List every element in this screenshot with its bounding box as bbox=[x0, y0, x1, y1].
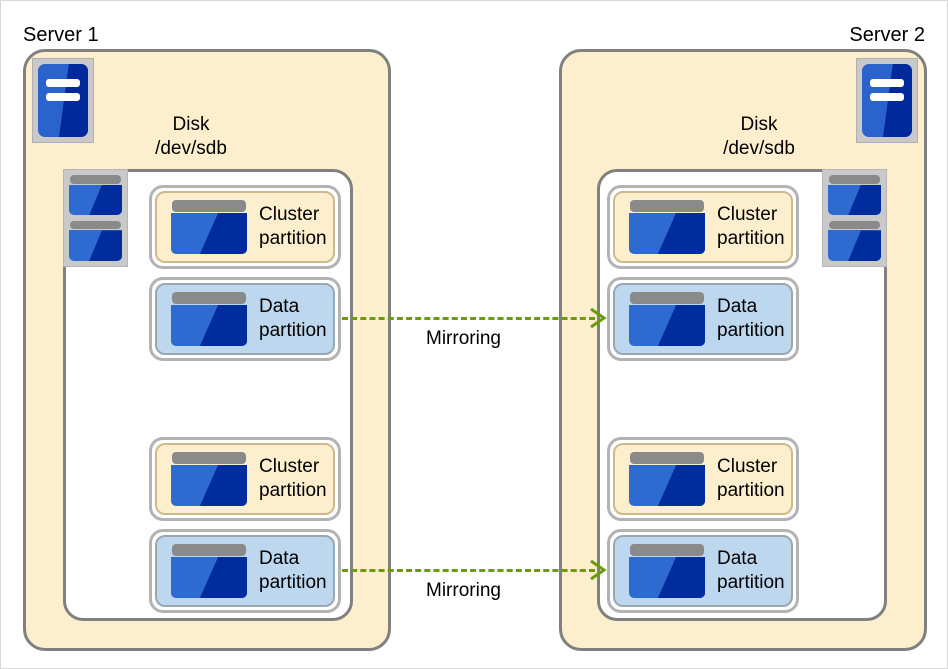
disk-label-line2: /dev/sdb bbox=[155, 137, 227, 159]
disk-label-line1: Disk bbox=[740, 114, 778, 135]
server-icon bbox=[32, 58, 94, 143]
disk-icon bbox=[171, 452, 247, 506]
server-2-data-partition-1[interactable]: Data partition bbox=[607, 277, 799, 361]
partition-label: Data partition bbox=[717, 548, 785, 593]
partition-label: Cluster partition bbox=[717, 204, 785, 249]
server-icon-slot bbox=[46, 93, 80, 102]
server-1-cluster-partition-2[interactable]: Cluster partition bbox=[149, 437, 341, 521]
server-2-disk-label: Disk /dev/sdb bbox=[699, 113, 819, 161]
mirroring-label-1: Mirroring bbox=[426, 328, 501, 349]
partition-label: Cluster partition bbox=[717, 456, 785, 501]
server-1-data-partition-2[interactable]: Data partition bbox=[149, 529, 341, 613]
disk-stack-icon bbox=[63, 169, 128, 267]
server-icon-slot bbox=[870, 93, 904, 102]
server-2-data-partition-2[interactable]: Data partition bbox=[607, 529, 799, 613]
server-1-cluster-partition-1[interactable]: Cluster partition bbox=[149, 185, 341, 269]
mirroring-label-2: Mirroring bbox=[426, 580, 501, 601]
partition-label: Data partition bbox=[259, 548, 327, 593]
disk-icon bbox=[69, 175, 122, 216]
server-2-cluster-partition-2[interactable]: Cluster partition bbox=[607, 437, 799, 521]
disk-icon bbox=[828, 175, 881, 216]
server-2-cluster-partition-1[interactable]: Cluster partition bbox=[607, 185, 799, 269]
disk-label-line1: Disk bbox=[172, 114, 210, 135]
disk-icon bbox=[629, 452, 705, 506]
server-1-title: Server 1 bbox=[23, 24, 99, 46]
server-icon-slot bbox=[870, 78, 904, 87]
disk-icon bbox=[69, 220, 122, 261]
disk-icon bbox=[629, 544, 705, 598]
partition-label: Cluster partition bbox=[259, 456, 327, 501]
partition-label: Data partition bbox=[717, 296, 785, 341]
partition-label: Cluster partition bbox=[259, 204, 327, 249]
disk-label-line2: /dev/sdb bbox=[723, 137, 795, 159]
server-icon-slot bbox=[46, 78, 80, 87]
server-1-disk-label: Disk /dev/sdb bbox=[131, 113, 251, 161]
server-1-data-partition-1[interactable]: Data partition bbox=[149, 277, 341, 361]
disk-icon bbox=[629, 200, 705, 254]
server-icon bbox=[856, 58, 918, 143]
disk-stack-icon bbox=[822, 169, 887, 267]
partition-label: Data partition bbox=[259, 296, 327, 341]
disk-icon bbox=[828, 220, 881, 261]
server-2-title: Server 2 bbox=[849, 24, 925, 46]
disk-icon bbox=[171, 544, 247, 598]
disk-icon bbox=[171, 200, 247, 254]
disk-icon bbox=[629, 292, 705, 346]
mirroring-arrow-line-2 bbox=[342, 569, 595, 572]
disk-icon bbox=[171, 292, 247, 346]
mirroring-arrow-line-1 bbox=[342, 317, 595, 320]
